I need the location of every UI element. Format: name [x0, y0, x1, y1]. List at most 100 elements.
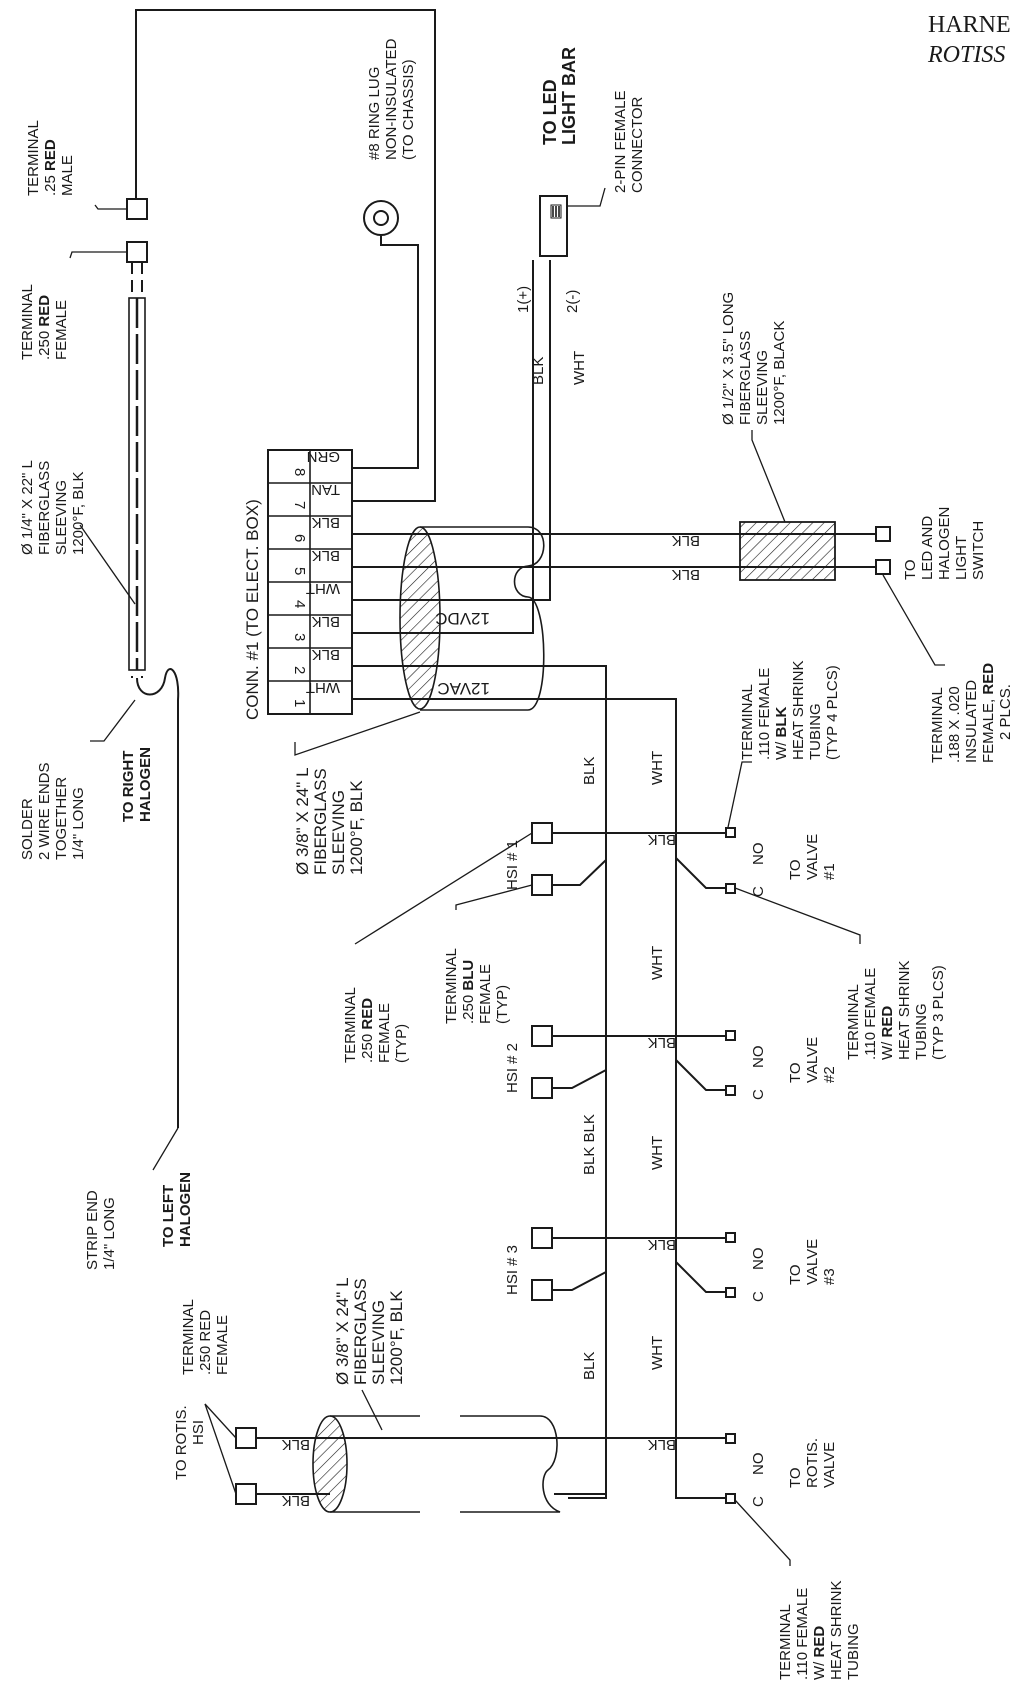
term-110-blk-3: W/ BLK	[773, 707, 790, 760]
label-12vac: 12VAC	[437, 679, 490, 698]
term-110-red-bottom-2: .110 FEMALE	[794, 1588, 811, 1680]
valve-2-c: C	[750, 1089, 767, 1100]
valve-3-no: NO	[750, 1248, 767, 1271]
rotis-hsi-terminal-b	[235, 1483, 257, 1505]
term-250-red-typ-3: FEMALE	[376, 1003, 393, 1063]
sleeve-half-2: FIBERGLASS	[737, 331, 754, 425]
term-110-red-5: TUBING	[913, 1003, 930, 1060]
pin-5-wire: BLK	[312, 547, 340, 564]
switch-wire-1: BLK	[672, 532, 700, 549]
term-110-blk-2: .110 FEMALE	[756, 668, 773, 760]
term-250-bottom-1: TERMINAL	[180, 1299, 197, 1375]
switch-1: TO	[902, 559, 919, 580]
hsi-branches	[235, 822, 736, 1505]
rotis-valve-no: NO	[750, 1453, 767, 1476]
sleeve-quarter-4: 1200°F, BLK	[70, 471, 87, 555]
sleeve-38-b-4: 1200°F, BLK	[387, 1290, 406, 1385]
branch-blk-3: BLK	[648, 1236, 676, 1253]
halogen-harness	[126, 198, 180, 1128]
led-blk-label: BLK	[530, 357, 547, 385]
valve-1-no-terminal	[725, 827, 736, 838]
valve-1-c: C	[750, 886, 767, 897]
sleeve-quarter-2: FIBERGLASS	[36, 461, 53, 555]
term-188-5: 2 PLCS.	[997, 684, 1014, 740]
valve-3-to: TO	[787, 1264, 804, 1285]
ring-lug-3: (TO CHASSIS)	[400, 59, 417, 160]
hsi-2-terminal-a	[531, 1025, 553, 1047]
right-halogen-1: TO RIGHT	[120, 751, 137, 822]
title-line-2: ROTISS	[927, 42, 1005, 68]
rotis-blk-b: BLK	[282, 1492, 310, 1509]
term-110-red-bottom-5: TUBING	[845, 1623, 862, 1680]
term-110-red-bottom-1: TERMINAL	[777, 1604, 794, 1680]
rotis-valve-c-terminal	[725, 1493, 736, 1504]
term-25-male-2: .25 RED	[42, 139, 59, 196]
term-250-top-1: TERMINAL	[19, 284, 36, 360]
term-250-bottom-2: .250 RED	[197, 1310, 214, 1375]
valve-3-no-terminal	[725, 1232, 736, 1243]
solder-2: 2 WIRE ENDS	[36, 762, 53, 860]
switch-2: LED AND	[919, 516, 936, 580]
valve-2-valve: VALVE	[804, 1037, 821, 1083]
led-connector-label-1: 2-PIN FEMALE	[612, 90, 629, 193]
term-110-blk-1: TERMINAL	[739, 684, 756, 760]
label-12vdc: 12VDC	[435, 609, 490, 628]
led-pin-2: 2(-)	[564, 290, 581, 313]
term-250-blu-typ-3: FEMALE	[477, 964, 494, 1024]
trunk-blk-blk: BLK BLK	[581, 1114, 598, 1175]
rotis-hsi-1: TO ROTIS.	[173, 1405, 190, 1480]
term-110-red-3: W/ RED	[879, 1006, 896, 1060]
trunk-blk-1: BLK	[581, 757, 598, 785]
sleeve-38-a-3: SLEEVING	[329, 790, 348, 875]
left-halogen-1: TO LEFT	[160, 1185, 177, 1247]
pin-7: 7	[291, 501, 308, 509]
sleeve-quarter-1: Ø 1/4" X 22" L	[19, 460, 36, 555]
led-connector-label-2: CONNECTOR	[629, 96, 646, 193]
pin-4: 4	[291, 600, 308, 608]
term-110-red-2: .110 FEMALE	[862, 968, 879, 1060]
pin-3-wire: BLK	[312, 613, 340, 630]
valve-2-no-terminal	[725, 1030, 736, 1041]
ring-lug-2: NON-INSULATED	[383, 38, 400, 160]
right-halogen-2: HALOGEN	[137, 747, 154, 822]
valve-3-valve: VALVE	[804, 1239, 821, 1285]
term-250-blu-typ-1: TERMINAL	[443, 948, 460, 1024]
term-188-1: TERMINAL	[929, 687, 946, 763]
hsi-2-terminal-b	[531, 1077, 553, 1099]
sleeve-38-b-3: SLEEVING	[369, 1300, 388, 1385]
half-inch-sleeve	[739, 521, 836, 581]
connector-block: 1 2 3 4 5 6 7 8 WHT BLK BLK WHT BLK BLK …	[243, 448, 353, 720]
term-250-red-typ-4: (TYP)	[393, 1024, 410, 1063]
term-250-red-typ-2: .250 RED	[359, 998, 376, 1063]
term-110-red-1: TERMINAL	[845, 984, 862, 1060]
title: HARNE ROTISS	[927, 12, 1011, 68]
rotis-blk-a: BLK	[282, 1436, 310, 1453]
led-wht-label: WHT	[571, 351, 588, 385]
trunk-wht-3: WHT	[649, 1136, 666, 1170]
term-188-3: INSULATED	[963, 680, 980, 763]
term-250-blu-typ-2: .250 BLU	[460, 960, 477, 1024]
rotis-valve-c: C	[750, 1496, 767, 1507]
valve-3-num: #3	[821, 1268, 838, 1285]
pin-1: 1	[291, 699, 308, 707]
trunk-wht-4: WHT	[649, 1336, 666, 1370]
switch-4: LIGHT	[953, 536, 970, 580]
trunk-wht-2: WHT	[649, 946, 666, 980]
pin-6-wire: BLK	[312, 514, 340, 531]
rotis-valve-valve: VALVE	[821, 1442, 838, 1488]
solder-4: 1/4" LONG	[70, 787, 87, 860]
pin-6: 6	[291, 534, 308, 542]
hsi-3-label: HSI # 3	[504, 1245, 521, 1295]
term-188-2: .188 X .020	[946, 686, 963, 763]
sleeve-38-b-2: FIBERGLASS	[351, 1278, 370, 1385]
valve-1-valve: VALVE	[804, 834, 821, 880]
term-250-blu-typ-4: (TYP)	[494, 985, 511, 1024]
pin-4-wire: WHT	[306, 580, 340, 597]
led-pin-1: 1(+)	[515, 286, 532, 313]
pin-3: 3	[291, 633, 308, 641]
ring-lug-1: #8 RING LUG	[366, 67, 383, 160]
valve-1-no: NO	[750, 843, 767, 866]
solder-3: TOGETHER	[53, 777, 70, 860]
hsi-3-terminal-a	[531, 1227, 553, 1249]
valve-2-num: #2	[821, 1066, 838, 1083]
